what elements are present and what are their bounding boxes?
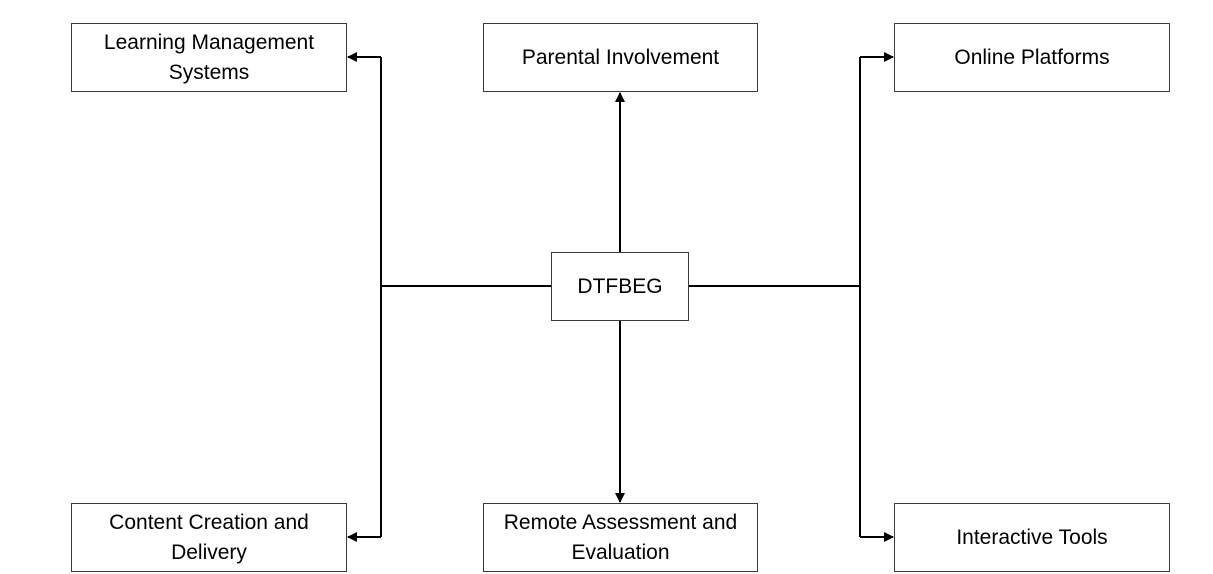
node-remote-assessment-and-evaluation: Remote Assessment and Evaluation — [483, 503, 758, 572]
node-label: Content Creation and Delivery — [109, 510, 309, 564]
node-interactive-tools: Interactive Tools — [894, 503, 1170, 572]
node-online-platforms: Online Platforms — [894, 23, 1170, 92]
node-parental-involvement: Parental Involvement — [483, 23, 758, 92]
node-label: Online Platforms — [954, 45, 1110, 69]
node-learning-management-systems: Learning Management Systems — [71, 23, 347, 92]
node-content-creation-and-delivery: Content Creation and Delivery — [71, 503, 347, 572]
node-label: Learning Management Systems — [103, 30, 315, 84]
node-label: Interactive Tools — [956, 525, 1108, 549]
node-center-dtfbeg: DTFBEG — [551, 252, 689, 321]
node-label: Remote Assessment and Evaluation — [503, 510, 738, 564]
center-label: DTFBEG — [577, 274, 663, 298]
node-label: Parental Involvement — [521, 45, 720, 69]
